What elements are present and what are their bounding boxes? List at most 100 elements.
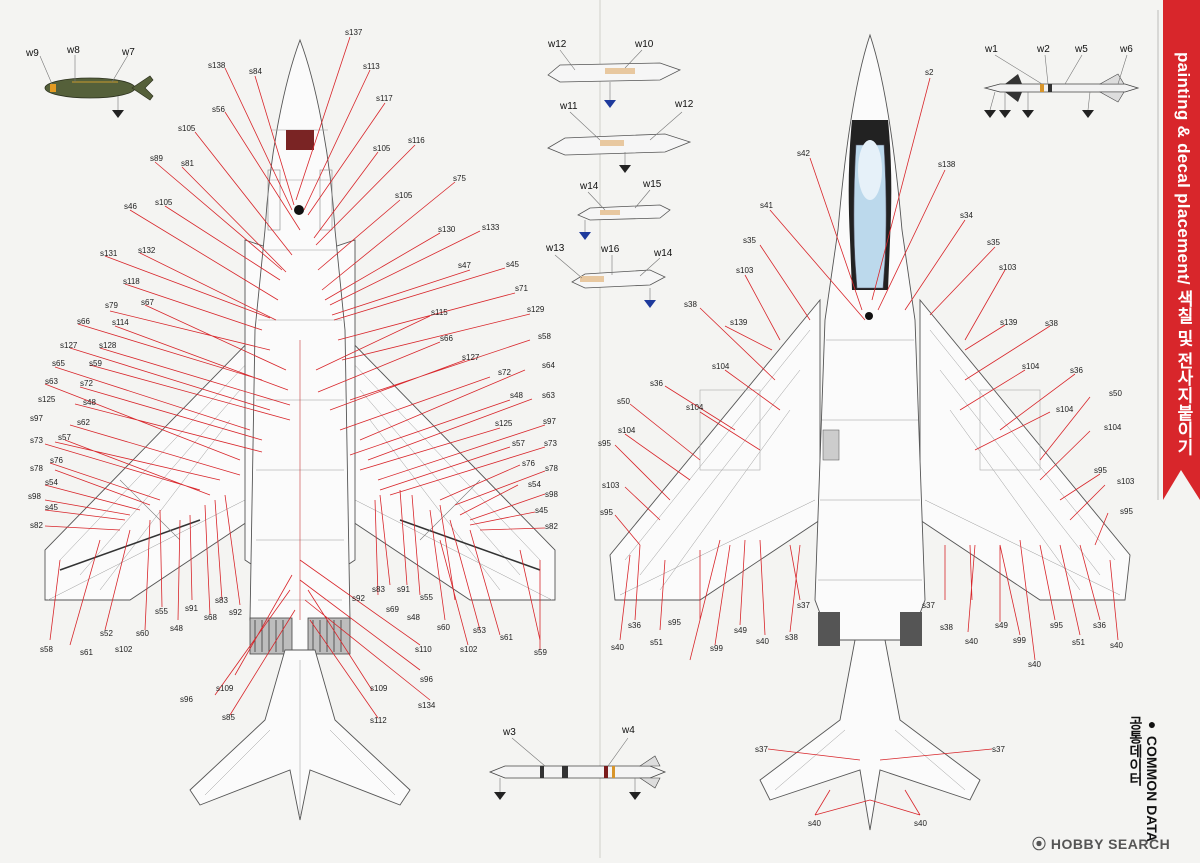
callout: s110 <box>415 645 432 654</box>
callout: s45 <box>506 260 519 269</box>
callout: s60 <box>437 623 450 632</box>
callout: s67 <box>141 298 154 307</box>
callout: s78 <box>30 464 43 473</box>
callout: s98 <box>28 492 41 501</box>
callout: s37 <box>755 745 768 754</box>
callout: s50 <box>617 397 630 406</box>
bomb-weapon <box>39 54 154 118</box>
callout: s55 <box>155 607 168 616</box>
callout: s35 <box>743 236 756 245</box>
callout: s49 <box>995 621 1008 630</box>
callout: s137 <box>345 28 363 37</box>
callout: s53 <box>473 626 486 635</box>
callout: s56 <box>212 105 225 114</box>
callout: s117 <box>376 94 393 103</box>
hobby-search-logo-icon: ⦿ <box>1032 836 1051 852</box>
callout: s65 <box>52 359 65 368</box>
callout: s73 <box>30 436 43 445</box>
callout: s112 <box>370 716 387 725</box>
callout: s103 <box>1117 477 1135 486</box>
callout: s36 <box>628 621 641 630</box>
weapon-label: w14 <box>579 181 599 192</box>
callout: s96 <box>180 695 193 704</box>
callout: s95 <box>668 618 681 627</box>
callout: s103 <box>736 266 754 275</box>
callout: s40 <box>1110 641 1123 650</box>
callout: s68 <box>204 613 217 622</box>
callout: s97 <box>30 414 43 423</box>
callout: s95 <box>1120 507 1133 516</box>
callout: s104 <box>686 403 704 412</box>
common-data-en: COMMON DATA <box>1144 735 1160 842</box>
callout: s66 <box>77 317 90 326</box>
callout: s125 <box>495 419 513 428</box>
callout: s99 <box>1013 636 1026 645</box>
weapon-label: w8 <box>66 45 80 56</box>
callout: s40 <box>914 819 927 828</box>
weapon-label: w16 <box>600 244 620 255</box>
callout: s59 <box>534 648 547 657</box>
callout: s95 <box>1050 621 1063 630</box>
callout: s40 <box>756 637 769 646</box>
weapon-callouts: w1 w2 w5 w6 w7 w8 w9 w10 w11 w12 w12 w13… <box>25 39 1133 738</box>
callout: s55 <box>420 593 433 602</box>
callout: s72 <box>80 379 93 388</box>
callout: s91 <box>397 585 410 594</box>
callout: s50 <box>1109 389 1122 398</box>
callout: s40 <box>965 637 978 646</box>
callout: s52 <box>100 629 113 638</box>
callout: s45 <box>45 503 58 512</box>
callout: s79 <box>105 301 118 310</box>
callout: s37 <box>992 745 1005 754</box>
callout: s95 <box>1094 466 1107 475</box>
callout: s105 <box>373 144 391 153</box>
callout: s138 <box>938 160 956 169</box>
weapon-label: w9 <box>25 48 39 59</box>
callout: s84 <box>249 67 262 76</box>
callout: s134 <box>418 701 436 710</box>
callout: s66 <box>440 334 453 343</box>
callout: s102 <box>115 645 133 654</box>
callout: s76 <box>522 459 535 468</box>
callout: s38 <box>1045 319 1058 328</box>
weapon-label: w15 <box>642 179 662 190</box>
bullet-icon: ● <box>1144 716 1160 736</box>
callout: s54 <box>45 478 58 487</box>
callout: s58 <box>40 645 53 654</box>
callout: s48 <box>83 398 96 407</box>
callout: s36 <box>1070 366 1083 375</box>
callout: s73 <box>544 439 557 448</box>
callout: s139 <box>1000 318 1018 327</box>
watermark: ⦿ HOBBY SEARCH <box>1032 834 1170 854</box>
weapon-label: w2 <box>1036 44 1050 55</box>
weapon-label: w14 <box>653 248 673 259</box>
callout: s36 <box>1093 621 1106 630</box>
callout: s47 <box>458 261 471 270</box>
callout: s85 <box>222 713 235 722</box>
weapon-label: w1 <box>984 44 998 55</box>
callout: s102 <box>460 645 478 654</box>
callout: s104 <box>1056 405 1074 414</box>
callout: s69 <box>386 605 399 614</box>
callout: s138 <box>208 61 226 70</box>
callout: s75 <box>453 174 466 183</box>
top-view-leaders <box>44 36 546 719</box>
callout: s38 <box>785 633 798 642</box>
callout: s105 <box>155 198 173 207</box>
callout: s76 <box>50 456 63 465</box>
callout: s104 <box>618 426 636 435</box>
missile-weapon <box>983 54 1140 118</box>
callout: s104 <box>712 362 730 371</box>
callout: s61 <box>500 633 513 642</box>
callout: s89 <box>150 154 163 163</box>
callout: s130 <box>438 225 456 234</box>
callout: s40 <box>611 643 624 652</box>
callout: s72 <box>498 368 511 377</box>
callout: s92 <box>352 594 365 603</box>
callout: s98 <box>545 490 558 499</box>
callout: s63 <box>542 391 555 400</box>
callout: s45 <box>535 506 548 515</box>
callout: s81 <box>181 159 194 168</box>
callout: s57 <box>512 439 525 448</box>
